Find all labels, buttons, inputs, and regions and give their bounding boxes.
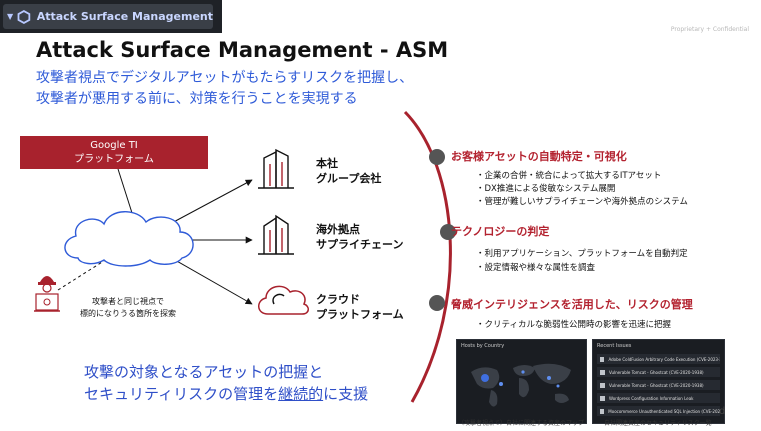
issues-caption: 自社関連資産のセキュリティリスク一覧	[604, 420, 712, 427]
page-title: Attack Surface Management - ASM	[36, 38, 449, 62]
tab-asm[interactable]: ▼ Attack Surface Management	[3, 4, 213, 29]
arc-dot-1	[429, 149, 445, 165]
attacker-note: 攻撃者と同じ視点で 標的になりうる箇所を探索	[80, 296, 176, 320]
hosts-by-country-panel: Hosts by Country	[456, 339, 587, 424]
issue-checkbox-icon	[600, 408, 605, 414]
attacker-note-line-1: 攻撃者と同じ視点で	[92, 297, 164, 306]
summary-line-2: セキュリティリスクの管理を継続的に支援	[84, 383, 368, 404]
issue-checkbox-icon	[600, 356, 605, 362]
target-cloud-label: クラウド プラットフォーム	[316, 292, 404, 322]
hosts-caption: （攻撃者視点で）自社に関連する資産のマップ	[458, 420, 585, 427]
target-cloud-line-1: クラウド	[316, 293, 360, 306]
section-3-bullet-1: ・クリティカルな脆弱性公開時の影響を迅速に把握	[476, 320, 671, 330]
issue-checkbox-icon	[600, 369, 605, 375]
attacker-icon	[34, 276, 60, 312]
internet-cloud-icon	[64, 211, 194, 267]
tab-label: Attack Surface Management	[36, 10, 213, 23]
recent-issues-panel: Recent Issues Adobe ColdFusion Arbitrary…	[592, 339, 725, 424]
issue-checkbox-icon	[600, 395, 605, 401]
chevron-down-icon[interactable]: ▼	[7, 12, 14, 21]
arrow-to-cloud	[139, 239, 253, 305]
proprietary-label: Proprietary + Confidential	[670, 26, 749, 33]
issue-row[interactable]: Vulnerable Tomcat - Ghostcat (CVE-2020-1…	[597, 380, 720, 390]
section-2-bullet-1: ・利用アプリケーション、プラットフォームを自動判定	[476, 249, 688, 259]
ti-connector-line	[117, 168, 141, 239]
arc-dot-3	[429, 295, 445, 311]
cutoff-glyph: d	[719, 406, 726, 417]
issues-panel-title: Recent Issues	[597, 343, 632, 349]
issue-text: Adobe ColdFusion Arbitrary Code Executio…	[608, 356, 720, 362]
summary-line-2-underlined: 継続的	[278, 385, 324, 403]
issue-text: Moocommerce Unauthenticated SQL Injectio…	[608, 408, 720, 414]
target-overseas-line-2: サプライチェーン	[316, 238, 404, 251]
target-hq-line-1: 本社	[316, 157, 338, 170]
issue-text: Vulnerable Tomcat - Ghostcat (CVE-2020-1…	[609, 382, 704, 388]
section-1-bullet-3: ・管理が難しいサプライチェーンや海外拠点のシステム	[476, 197, 688, 207]
hexagon-logo-icon	[17, 9, 31, 24]
subtitle-line-2: 攻撃者が悪用する前に、対策を行うことを実現する	[36, 91, 358, 107]
cloud-platform-icon	[258, 285, 309, 315]
attacker-note-line-2: 標的になりうる箇所を探索	[80, 309, 176, 318]
section-3-heading: 脅威インテリジェンスを活用した、リスクの管理	[451, 298, 693, 311]
hosts-panel-title: Hosts by Country	[461, 343, 505, 349]
section-1-bullet-2: ・DX推進による俊敏なシステム展開	[476, 184, 616, 194]
issue-row[interactable]: Vulnerable Tomcat - Ghostcat (CVE-2020-1…	[597, 367, 720, 377]
summary-line-2-pre: セキュリティリスクの管理を	[84, 385, 279, 403]
issue-row[interactable]: Wordpress Configuration Information Leak	[597, 393, 720, 403]
ti-box-line-1: Google TI	[90, 140, 138, 151]
ti-box-line-2: プラットフォーム	[74, 154, 154, 165]
target-cloud-line-2: プラットフォーム	[316, 308, 404, 321]
issue-row[interactable]: Adobe ColdFusion Arbitrary Code Executio…	[597, 354, 720, 364]
target-hq-line-2: グループ会社	[316, 172, 382, 185]
attacker-dashed-line	[57, 251, 119, 291]
issue-text: Wordpress Configuration Information Leak	[609, 395, 694, 401]
building-icon-hq	[258, 148, 294, 189]
red-arc	[403, 110, 452, 403]
arrow-to-hq	[139, 179, 253, 241]
subtitle-line-1: 攻撃者視点でデジタルアセットがもたらすリスクを把握し、	[36, 70, 414, 86]
summary-line-1: 攻撃の対象となるアセットの把握と	[84, 363, 324, 381]
target-overseas-label: 海外拠点 サプライチェーン	[316, 222, 403, 252]
section-1-heading: お客様アセットの自動特定・可視化	[451, 150, 627, 163]
world-map-icon	[471, 363, 571, 407]
issue-text: Vulnerable Tomcat - Ghostcat (CVE-2020-1…	[609, 369, 704, 375]
issue-row[interactable]: Moocommerce Unauthenticated SQL Injectio…	[597, 406, 720, 416]
target-hq-label: 本社 グループ会社	[316, 156, 381, 186]
building-icon-overseas	[258, 214, 294, 255]
summary-line-2-post: に支援	[323, 385, 369, 403]
section-2-heading: テクノロジーの判定	[451, 225, 550, 238]
section-1-bullet-1: ・企業の合併・統合によって拡大するITアセット	[476, 171, 662, 181]
tab-bar: ▼ Attack Surface Management	[0, 0, 222, 33]
section-2-bullet-2: ・設定情報や様々な属性を調査	[476, 263, 596, 273]
target-overseas-line-1: 海外拠点	[316, 223, 360, 236]
issue-checkbox-icon	[600, 382, 605, 388]
google-ti-box: Google TI プラットフォーム	[20, 136, 208, 169]
